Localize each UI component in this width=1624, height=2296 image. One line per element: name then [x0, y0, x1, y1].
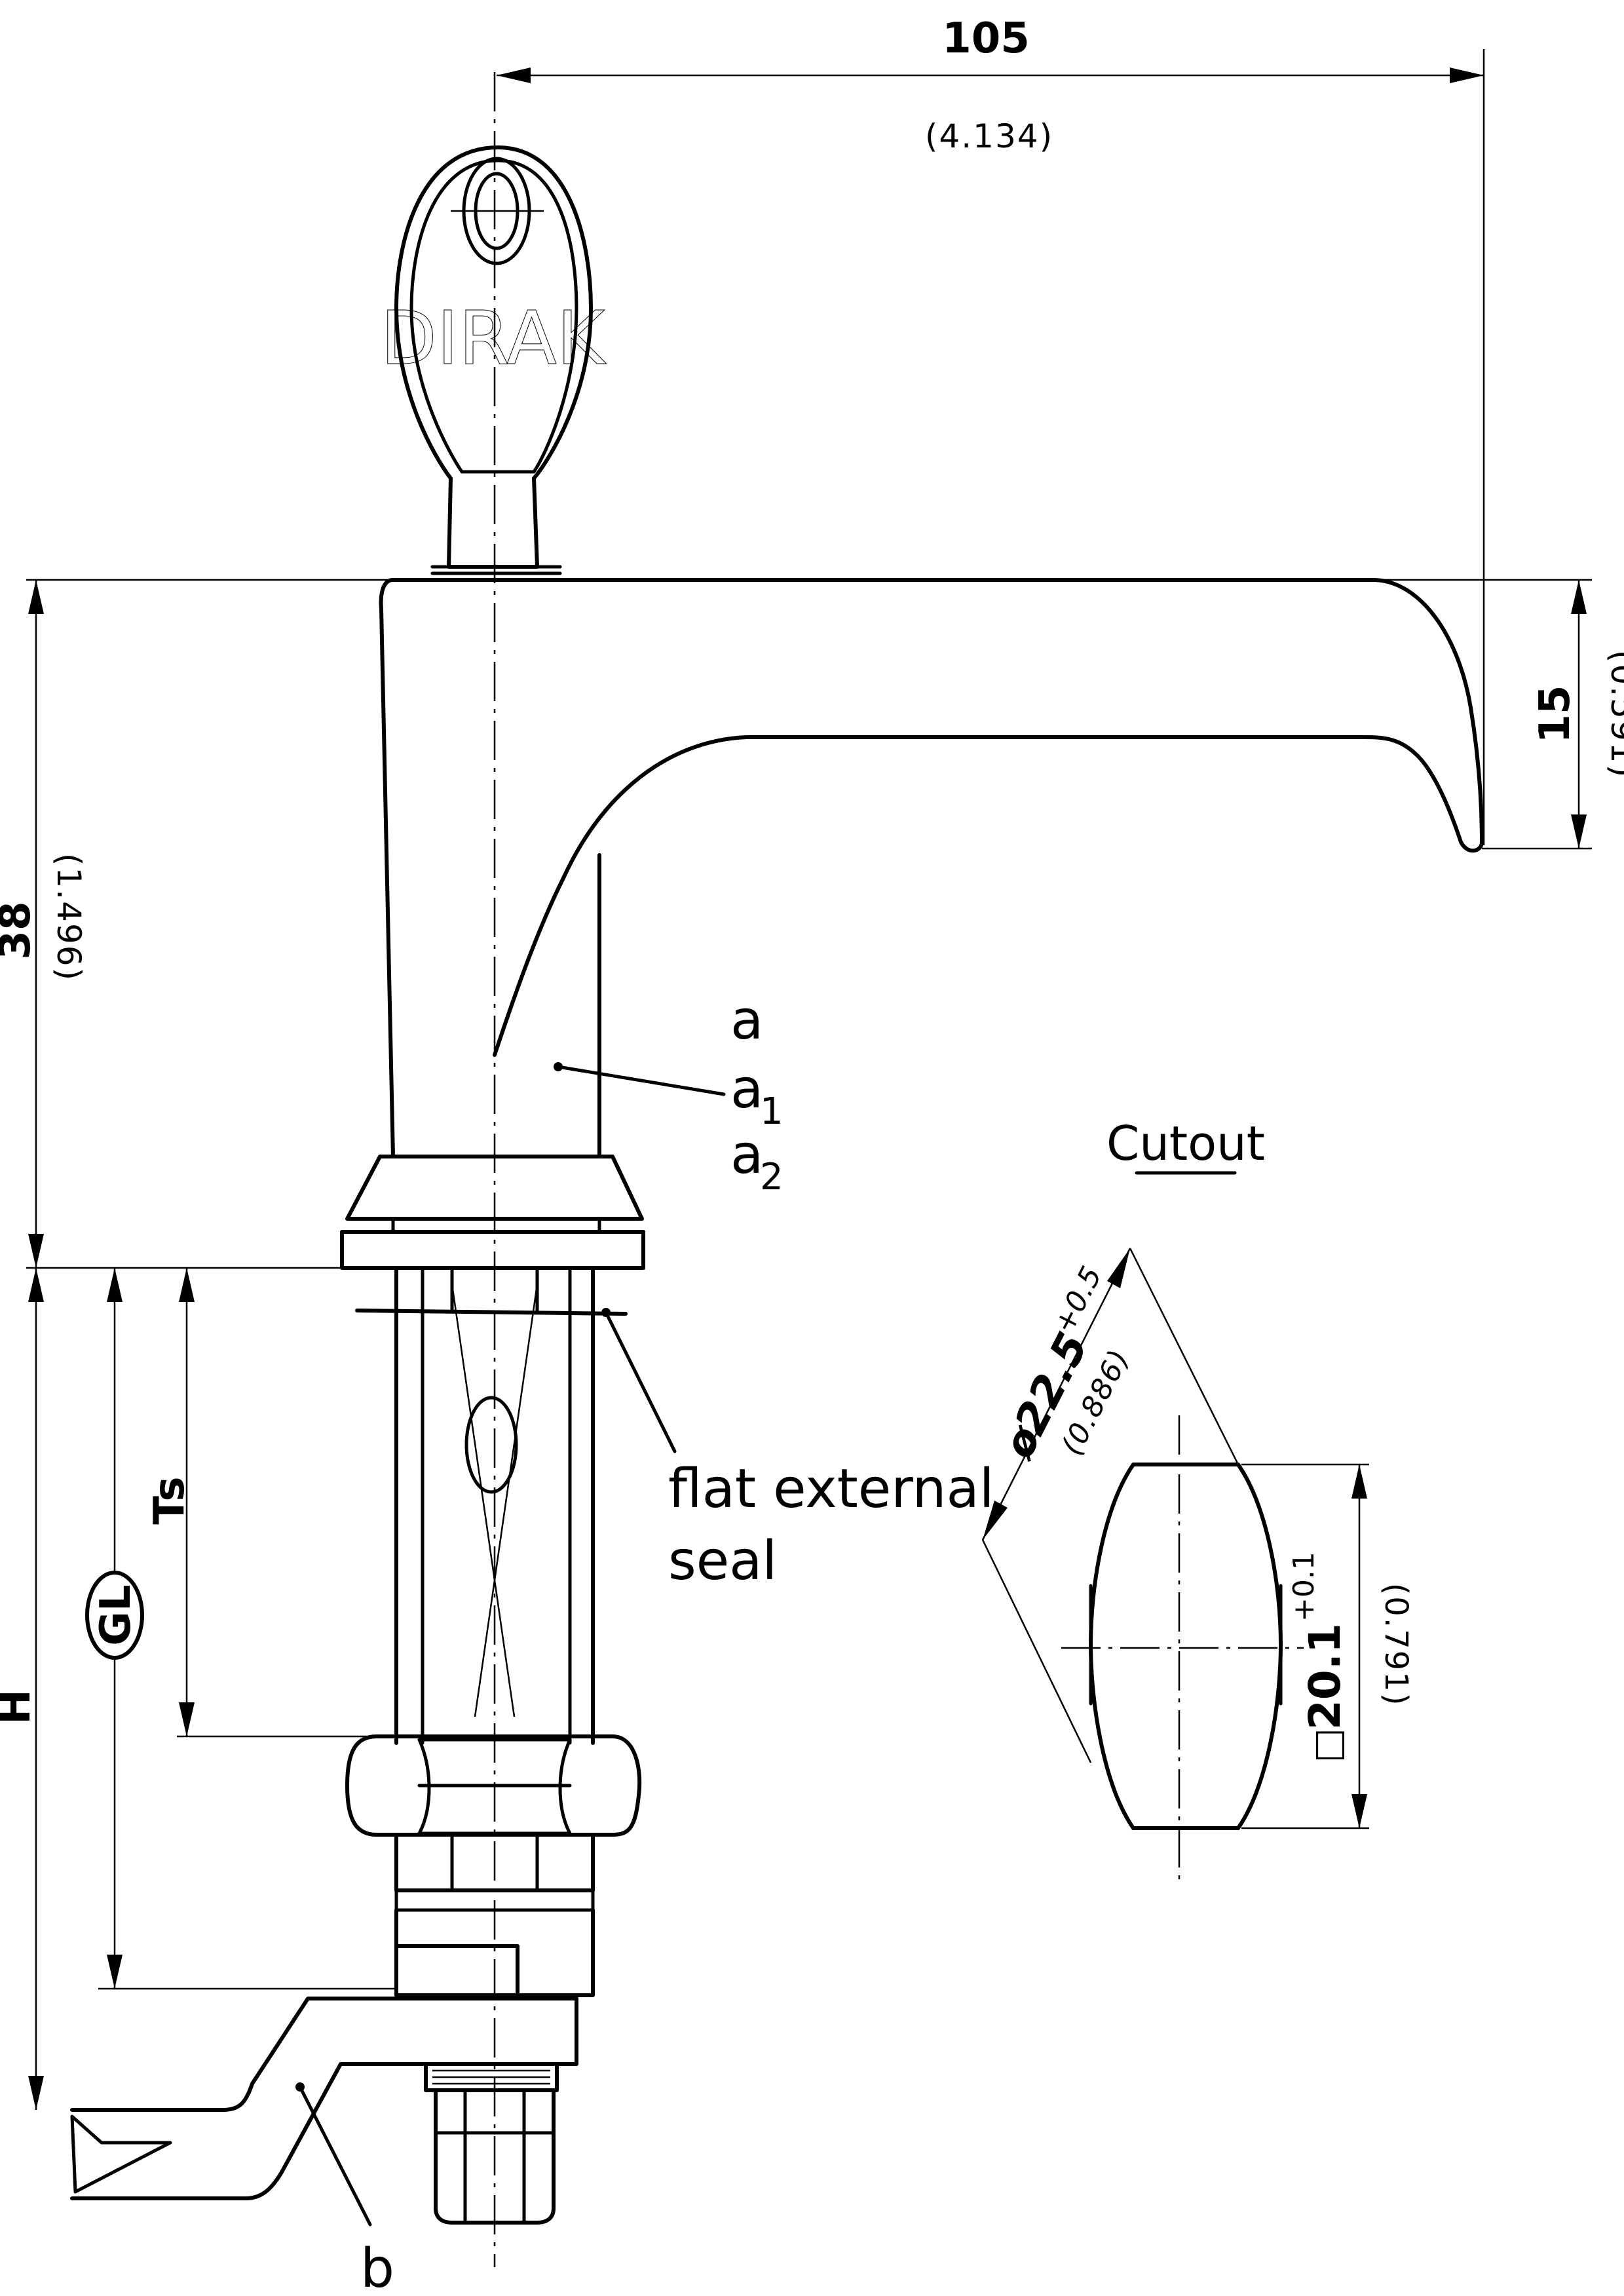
- cutout-square-prefix: □: [1306, 1728, 1349, 1763]
- cutout-square-mm: 20.1: [1300, 1623, 1350, 1730]
- bezel-flange: [340, 1155, 645, 1270]
- dim-width-mm: 105: [942, 14, 1030, 63]
- seal-label-line1: flat external: [668, 1458, 994, 1520]
- dim-GL-label: GL: [92, 1584, 140, 1645]
- material-callout: a a 1 a 2: [554, 989, 784, 1198]
- cutout-view: Cutout ø 22.5 +0.5 (0.886) □ 20.1 +0.1: [981, 1116, 1414, 1887]
- dim-H: H: [0, 1268, 44, 2110]
- seal-label: flat external seal: [668, 1458, 994, 1592]
- cutout-square-tol: +0.1: [1287, 1552, 1321, 1622]
- label-b: b: [360, 2238, 394, 2296]
- dim-GL: GL: [85, 1268, 396, 1990]
- dim-lever-mm: 15: [1531, 685, 1579, 743]
- cam-screw: [424, 2062, 559, 2225]
- label-a: a: [730, 989, 763, 1052]
- dim-width-105: 105 (4.134): [497, 14, 1485, 845]
- seal-label-line2: seal: [668, 1530, 777, 1592]
- cutout-square-in: (0.791): [1378, 1583, 1414, 1707]
- label-a2: a: [730, 1124, 763, 1186]
- key-head: DIRAK: [380, 145, 607, 575]
- cutout-title: Cutout: [1106, 1116, 1265, 1171]
- label-a2-sub: 2: [760, 1156, 784, 1198]
- dim-Ts: Ts: [145, 1268, 380, 1738]
- cam-b: [70, 1997, 578, 2227]
- lock-shaft: [394, 1266, 595, 1745]
- dim-body-mm: 38: [0, 901, 40, 959]
- dim-body-in: (1.496): [50, 853, 88, 982]
- dim-body-38: 38 (1.496): [0, 579, 393, 1269]
- dim-width-in: (4.134): [925, 117, 1053, 155]
- brand-mark: DIRAK: [381, 296, 607, 381]
- label-a1: a: [730, 1058, 763, 1120]
- lever-handle: [379, 578, 1484, 1158]
- dim-H-label: H: [0, 1689, 40, 1725]
- flat-external-seal: [355, 1308, 677, 1453]
- dim-lever-in: (0.591): [1604, 650, 1624, 778]
- dim-lever-15: 15 (0.591): [1372, 579, 1624, 850]
- dim-Ts-label: Ts: [145, 1476, 194, 1524]
- hex-nut: [345, 1734, 642, 1837]
- cutout-diameter-tol: +0.5: [1047, 1261, 1108, 1339]
- label-a1-sub: 1: [760, 1090, 784, 1133]
